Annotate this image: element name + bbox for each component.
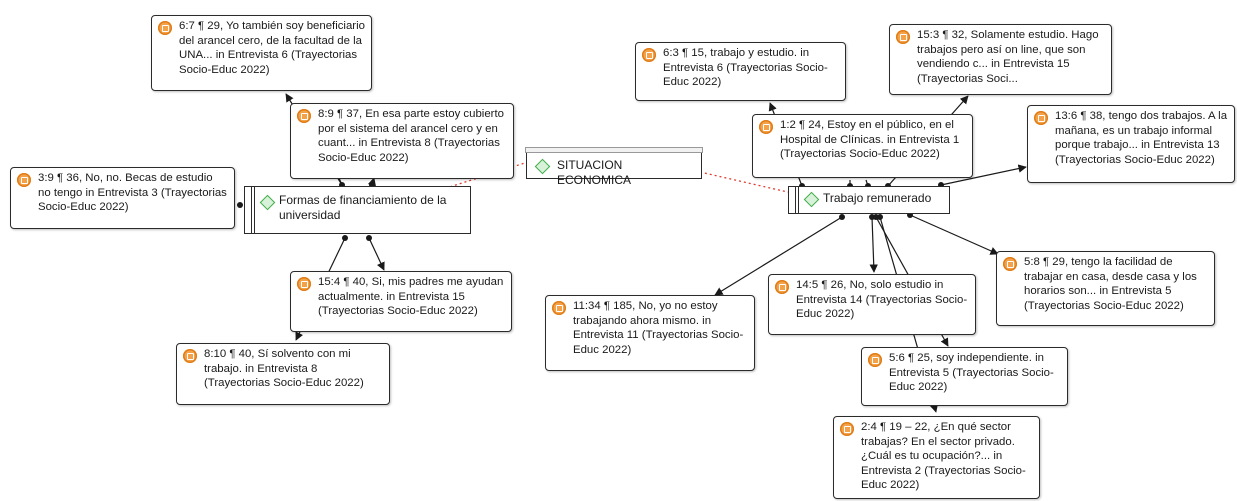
quotation-text: 13:6 ¶ 38, tengo dos trabajos. A la maña… (1055, 110, 1228, 166)
code-bar (245, 187, 255, 233)
quotation-text: 15:4 ¶ 40, Si, mis padres me ayudan actu… (318, 276, 504, 318)
quotation-text: 8:9 ¶ 37, En esa parte estoy cubierto po… (318, 108, 504, 164)
quotation-15-4[interactable]: 15:4 ¶ 40, Si, mis padres me ayudan actu… (290, 271, 512, 332)
quotation-text: 11:34 ¶ 185, No, yo no estoy trabajando … (573, 300, 744, 356)
quotation-5-6[interactable]: 5:6 ¶ 25, soy independiente. in Entrevis… (861, 347, 1068, 406)
code-trabajo-remunerado[interactable]: Trabajo remunerado (788, 186, 950, 214)
code-group-situacion-economica[interactable]: SITUACION ECONOMICA (525, 147, 703, 187)
quotation-5-8[interactable]: 5:8 ¶ 29, tengo la facilidad de trabajar… (996, 251, 1215, 326)
quotation-text: 5:6 ¶ 25, soy independiente. in Entrevis… (889, 352, 1054, 394)
quotation-text: 6:3 ¶ 15, trabajo y estudio. in Entrevis… (663, 47, 828, 89)
link (869, 216, 878, 273)
code-diamond-icon (534, 158, 551, 175)
quotation-icon (552, 301, 566, 315)
code-bar (789, 187, 799, 213)
quotation-icon (896, 30, 910, 44)
quotation-6-3[interactable]: 6:3 ¶ 15, trabajo y estudio. in Entrevis… (635, 42, 846, 101)
link (714, 216, 843, 296)
quotation-icon (183, 349, 197, 363)
quotation-icon (1003, 257, 1017, 271)
quotation-text: 15:3 ¶ 32, Solamente estudio. Hago traba… (917, 29, 1099, 85)
quotation-icon (759, 120, 773, 134)
quotation-icon (1034, 111, 1048, 125)
quotation-text: 3:9 ¶ 36, No, no. Becas de estudio no te… (38, 172, 227, 214)
quotation-15-3[interactable]: 15:3 ¶ 32, Solamente estudio. Hago traba… (889, 24, 1112, 95)
quotation-14-5[interactable]: 14:5 ¶ 26, No, solo estudio in Entrevist… (768, 274, 976, 335)
relation-link (392, 161, 529, 206)
quotation-8-10[interactable]: 8:10 ¶ 40, Sí solvento con mi trabajo. i… (176, 343, 390, 405)
quotation-1-2[interactable]: 1:2 ¶ 24, Estoy en el público, en el Hos… (752, 114, 973, 178)
quotation-icon (297, 109, 311, 123)
quotation-8-9[interactable]: 8:9 ¶ 37, En esa parte estoy cubierto po… (290, 103, 514, 179)
quotation-6-7[interactable]: 6:7 ¶ 29, Yo también soy beneficiario de… (151, 15, 372, 91)
quotation-icon (297, 277, 311, 291)
code-formas-financiamiento[interactable]: Formas de financiamiento de la universid… (244, 186, 471, 234)
code-label: Formas de financiamiento de la universid… (279, 193, 447, 222)
quotation-text: 6:7 ¶ 29, Yo también soy beneficiario de… (179, 20, 365, 76)
link (909, 214, 999, 255)
quotation-icon (158, 21, 172, 35)
quotation-2-4[interactable]: 2:4 ¶ 19 – 22, ¿En qué sector trabajas? … (833, 416, 1040, 499)
quotation-icon (868, 353, 882, 367)
quotation-text: 5:8 ¶ 29, tengo la facilidad de trabajar… (1024, 256, 1197, 312)
quotation-icon (17, 173, 31, 187)
code-diamond-icon (803, 191, 820, 208)
link (368, 237, 385, 271)
code-group-label: SITUACION ECONOMICA (557, 158, 632, 187)
quotation-text: 14:5 ¶ 26, No, solo estudio in Entrevist… (796, 279, 968, 321)
code-diamond-icon (259, 194, 276, 211)
quotation-text: 1:2 ¶ 24, Estoy en el público, en el Hos… (780, 119, 960, 161)
code-label: Trabajo remunerado (823, 191, 932, 205)
quotation-11-34[interactable]: 11:34 ¶ 185, No, yo no estoy trabajando … (545, 295, 755, 371)
quotation-text: 2:4 ¶ 19 – 22, ¿En qué sector trabajas? … (861, 421, 1026, 492)
quotation-icon (840, 422, 854, 436)
link (940, 164, 1027, 186)
quotation-3-9[interactable]: 3:9 ¶ 36, No, no. Becas de estudio no te… (10, 167, 235, 229)
quotation-13-6[interactable]: 13:6 ¶ 38, tengo dos trabajos. A la maña… (1027, 105, 1235, 183)
relation-link (699, 171, 793, 194)
quotation-icon (775, 280, 789, 294)
quotation-text: 8:10 ¶ 40, Sí solvento con mi trabajo. i… (204, 348, 364, 390)
quotation-icon (642, 48, 656, 62)
